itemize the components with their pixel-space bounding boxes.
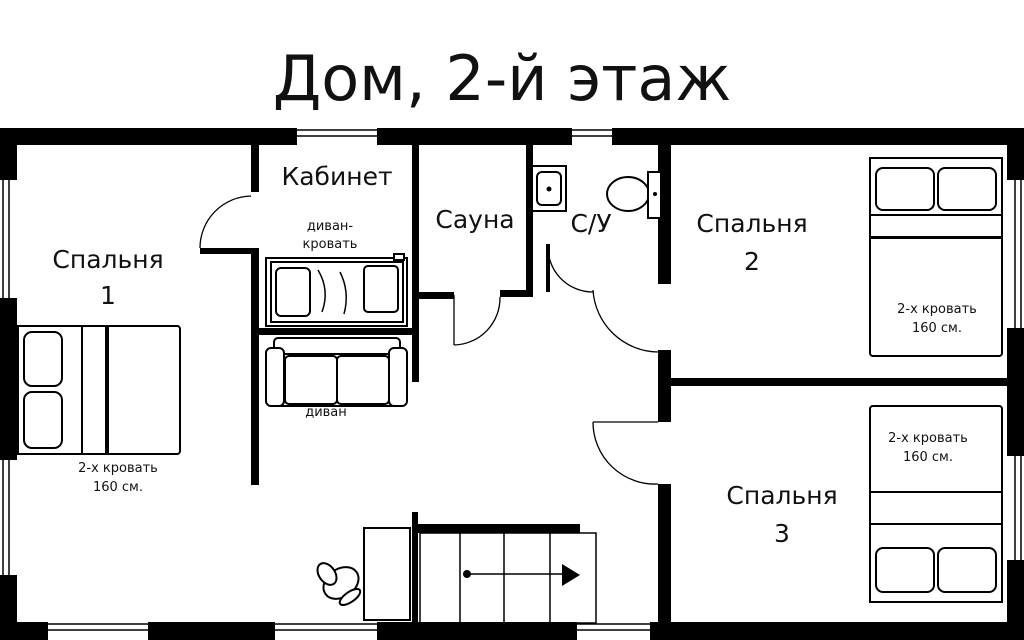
sofa-bed bbox=[265, 253, 408, 327]
room-label-sauna: Сауна bbox=[435, 205, 514, 234]
bed-bedroom-2 bbox=[869, 157, 1003, 357]
staircase bbox=[419, 532, 597, 624]
interior-walls bbox=[200, 144, 1007, 624]
toilet bbox=[606, 171, 662, 219]
sink bbox=[531, 165, 567, 212]
room-label-bedroom-3: Спальня bbox=[726, 481, 837, 510]
room-label-office: Кабинет bbox=[281, 162, 392, 191]
bed-1-label-line-2: 160 см. bbox=[93, 480, 143, 495]
bed-bedroom-1 bbox=[17, 325, 181, 455]
bed-2-label-line-2: 160 см. bbox=[912, 321, 962, 336]
sofa-bed-label-line-2: кровать bbox=[303, 237, 358, 252]
sofa-bed-label-line-1: диван- bbox=[307, 219, 354, 234]
bed-2-label-line-1: 2-х кровать bbox=[897, 302, 977, 317]
room-label-bathroom: С/У bbox=[570, 209, 611, 238]
room-label-bedroom-1: Спальня bbox=[52, 245, 163, 274]
bed-bedroom-3 bbox=[869, 405, 1003, 603]
room-number-bedroom-3: 3 bbox=[774, 519, 790, 548]
plan-title: Дом, 2-й этаж bbox=[273, 42, 731, 115]
outer-walls bbox=[0, 128, 1024, 640]
room-label-bedroom-2: Спальня bbox=[696, 209, 807, 238]
office-chair bbox=[316, 562, 362, 607]
windows bbox=[2, 129, 1022, 631]
bed-3-label-line-2: 160 см. bbox=[903, 450, 953, 465]
sofa bbox=[265, 337, 408, 407]
doors bbox=[199, 195, 659, 485]
bed-1-label-line-1: 2-х кровать bbox=[78, 461, 158, 476]
room-number-bedroom-2: 2 bbox=[744, 247, 760, 276]
sofa-label: диван bbox=[305, 405, 347, 420]
desk bbox=[363, 527, 411, 621]
room-number-bedroom-1: 1 bbox=[100, 281, 116, 310]
bed-3-label-line-1: 2-х кровать bbox=[888, 431, 968, 446]
